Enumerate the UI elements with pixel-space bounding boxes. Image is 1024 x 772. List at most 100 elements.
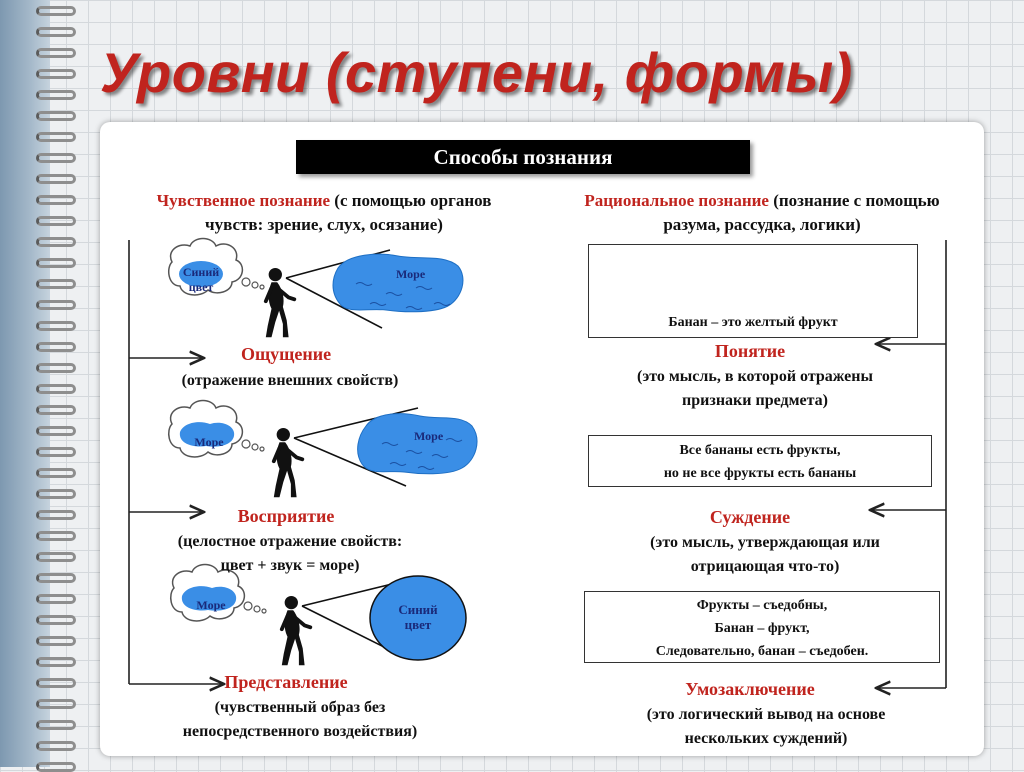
binding-ring — [36, 678, 76, 688]
binding-ring — [36, 132, 76, 142]
level-desc-representation: (чувственный образ без непосредственного… — [130, 696, 470, 744]
binding-ring — [36, 657, 76, 667]
sea-label-2: Море — [414, 429, 444, 443]
sensory-name: Чувственное познание — [156, 191, 331, 210]
sensory-note-1: (с помощью органов — [334, 191, 492, 210]
diagram-panel: Способы познания Чувственное познание (с… — [100, 122, 984, 756]
page-title: Уровни (ступени, формы) — [100, 41, 853, 104]
binding-ring — [36, 720, 76, 730]
binding-ring — [36, 510, 76, 520]
desc-line-2: нескольких суждений) — [684, 730, 848, 747]
level-title-judgment: Суждение — [709, 507, 791, 527]
rational-name: Рациональное познание — [584, 191, 769, 210]
rational-note-1: (познание с помощью — [773, 191, 940, 210]
binding-ring — [36, 762, 76, 772]
perception-illustration — [167, 399, 478, 500]
spiral-binding — [36, 0, 86, 772]
binding-ring — [36, 468, 76, 478]
sensory-note-2: чувств: зрение, слух, осязание) — [205, 215, 443, 234]
binding-ring — [36, 342, 76, 352]
example-line: но не все фрукты есть бананы — [663, 466, 857, 481]
binding-ring — [36, 279, 76, 289]
binding-ring — [36, 594, 76, 604]
desc-line-1: (это логический вывод на основе — [646, 706, 886, 723]
representation-illustration — [169, 563, 467, 668]
desc-line-1: (это мысль, в которой отражены — [637, 368, 873, 385]
sea-blob — [357, 413, 478, 475]
thought-text-3: Море — [196, 598, 226, 612]
binding-ring — [36, 195, 76, 205]
binding-ring — [36, 153, 76, 163]
binding-ring — [36, 384, 76, 394]
desc-line-2: цвет + звук = море) — [220, 557, 360, 574]
binding-ring — [36, 447, 76, 457]
rational-header: Рациональное познание (познание с помощь… — [540, 189, 984, 237]
binding-ring — [36, 321, 76, 331]
person-icon — [271, 426, 305, 500]
sensory-bracket — [128, 240, 224, 684]
binding-ring — [36, 237, 76, 247]
sensation-illustration — [167, 237, 464, 340]
example-line: Все бананы есть фрукты, — [679, 443, 841, 458]
desc-line-1: (это мысль, утверждающая или — [650, 534, 880, 551]
binding-ring — [36, 405, 76, 415]
circle-line-2: цвет — [404, 617, 432, 632]
binding-ring — [36, 300, 76, 310]
concept-example-box: Банан – это желтый фрукт — [588, 244, 918, 338]
rational-bracket — [870, 240, 947, 688]
binding-ring — [36, 615, 76, 625]
binding-ring — [36, 363, 76, 373]
person-icon — [279, 594, 313, 668]
sensory-header: Чувственное познание (с помощью органов … — [114, 189, 534, 237]
judgment-example-box: Все бананы есть фрукты, но не все фрукты… — [588, 435, 932, 487]
diagram-header: Способы познания — [296, 140, 750, 174]
level-desc-concept: (это мысль, в которой отражены признаки … — [590, 365, 920, 413]
inference-example-box: Фрукты – съедобны, Банан – фрукт, Следов… — [584, 591, 940, 663]
binding-ring — [36, 174, 76, 184]
sea-blob — [332, 253, 464, 313]
example-line: Следовательно, банан – съедобен. — [655, 644, 869, 659]
binding-ring — [36, 258, 76, 268]
desc-line-2: признаки предмета) — [682, 392, 828, 409]
binding-ring — [36, 741, 76, 751]
binding-ring — [36, 531, 76, 541]
desc-line-2: непосредственного воздействия) — [182, 723, 418, 740]
binding-ring — [36, 489, 76, 499]
binding-ring — [36, 111, 76, 121]
blue-circle — [369, 575, 467, 661]
level-title-inference: Умозаключение — [685, 679, 815, 699]
binding-ring — [36, 27, 76, 37]
person-icon — [263, 266, 297, 340]
level-title-sensation: Ощущение — [240, 344, 332, 364]
example-line: Банан – это желтый фрукт — [668, 315, 838, 330]
circle-line-1: Синий — [398, 602, 438, 617]
example-line: Банан – фрукт, — [714, 621, 810, 636]
binding-ring — [36, 90, 76, 100]
circle-label: Синий цвет — [390, 602, 446, 632]
level-title-perception: Восприятие — [237, 506, 335, 526]
desc-line-1: (целостное отражение свойств: — [177, 533, 403, 550]
thought-text-2: Море — [194, 435, 224, 449]
binding-ring — [36, 426, 76, 436]
level-desc-judgment: (это мысль, утверждающая или отрицающая … — [590, 531, 940, 579]
rational-note-2: разума, рассудка, логики) — [663, 215, 861, 234]
desc-line-1: (отражение внешних свойств) — [181, 372, 399, 389]
binding-ring — [36, 6, 76, 16]
thought-line-1: Синий — [182, 265, 220, 279]
level-title-concept: Понятие — [714, 341, 786, 361]
level-desc-sensation: (отражение внешних свойств) — [130, 369, 450, 393]
level-desc-perception: (целостное отражение свойств: цвет + зву… — [130, 530, 450, 578]
thought-text-1: Синий цвет — [178, 265, 224, 295]
thought-line-2: цвет — [188, 280, 214, 294]
binding-ring — [36, 48, 76, 58]
binding-ring — [36, 69, 76, 79]
desc-line-1: (чувственный образ без — [214, 699, 386, 716]
binding-ring — [36, 552, 76, 562]
desc-line-2: отрицающая что-то) — [690, 558, 840, 575]
binding-ring — [36, 699, 76, 709]
binding-ring — [36, 573, 76, 583]
example-line: Фрукты – съедобны, — [696, 598, 828, 613]
binding-ring — [36, 636, 76, 646]
sea-label-1: Море — [396, 267, 426, 281]
level-desc-inference: (это логический вывод на основе нескольк… — [576, 703, 956, 751]
